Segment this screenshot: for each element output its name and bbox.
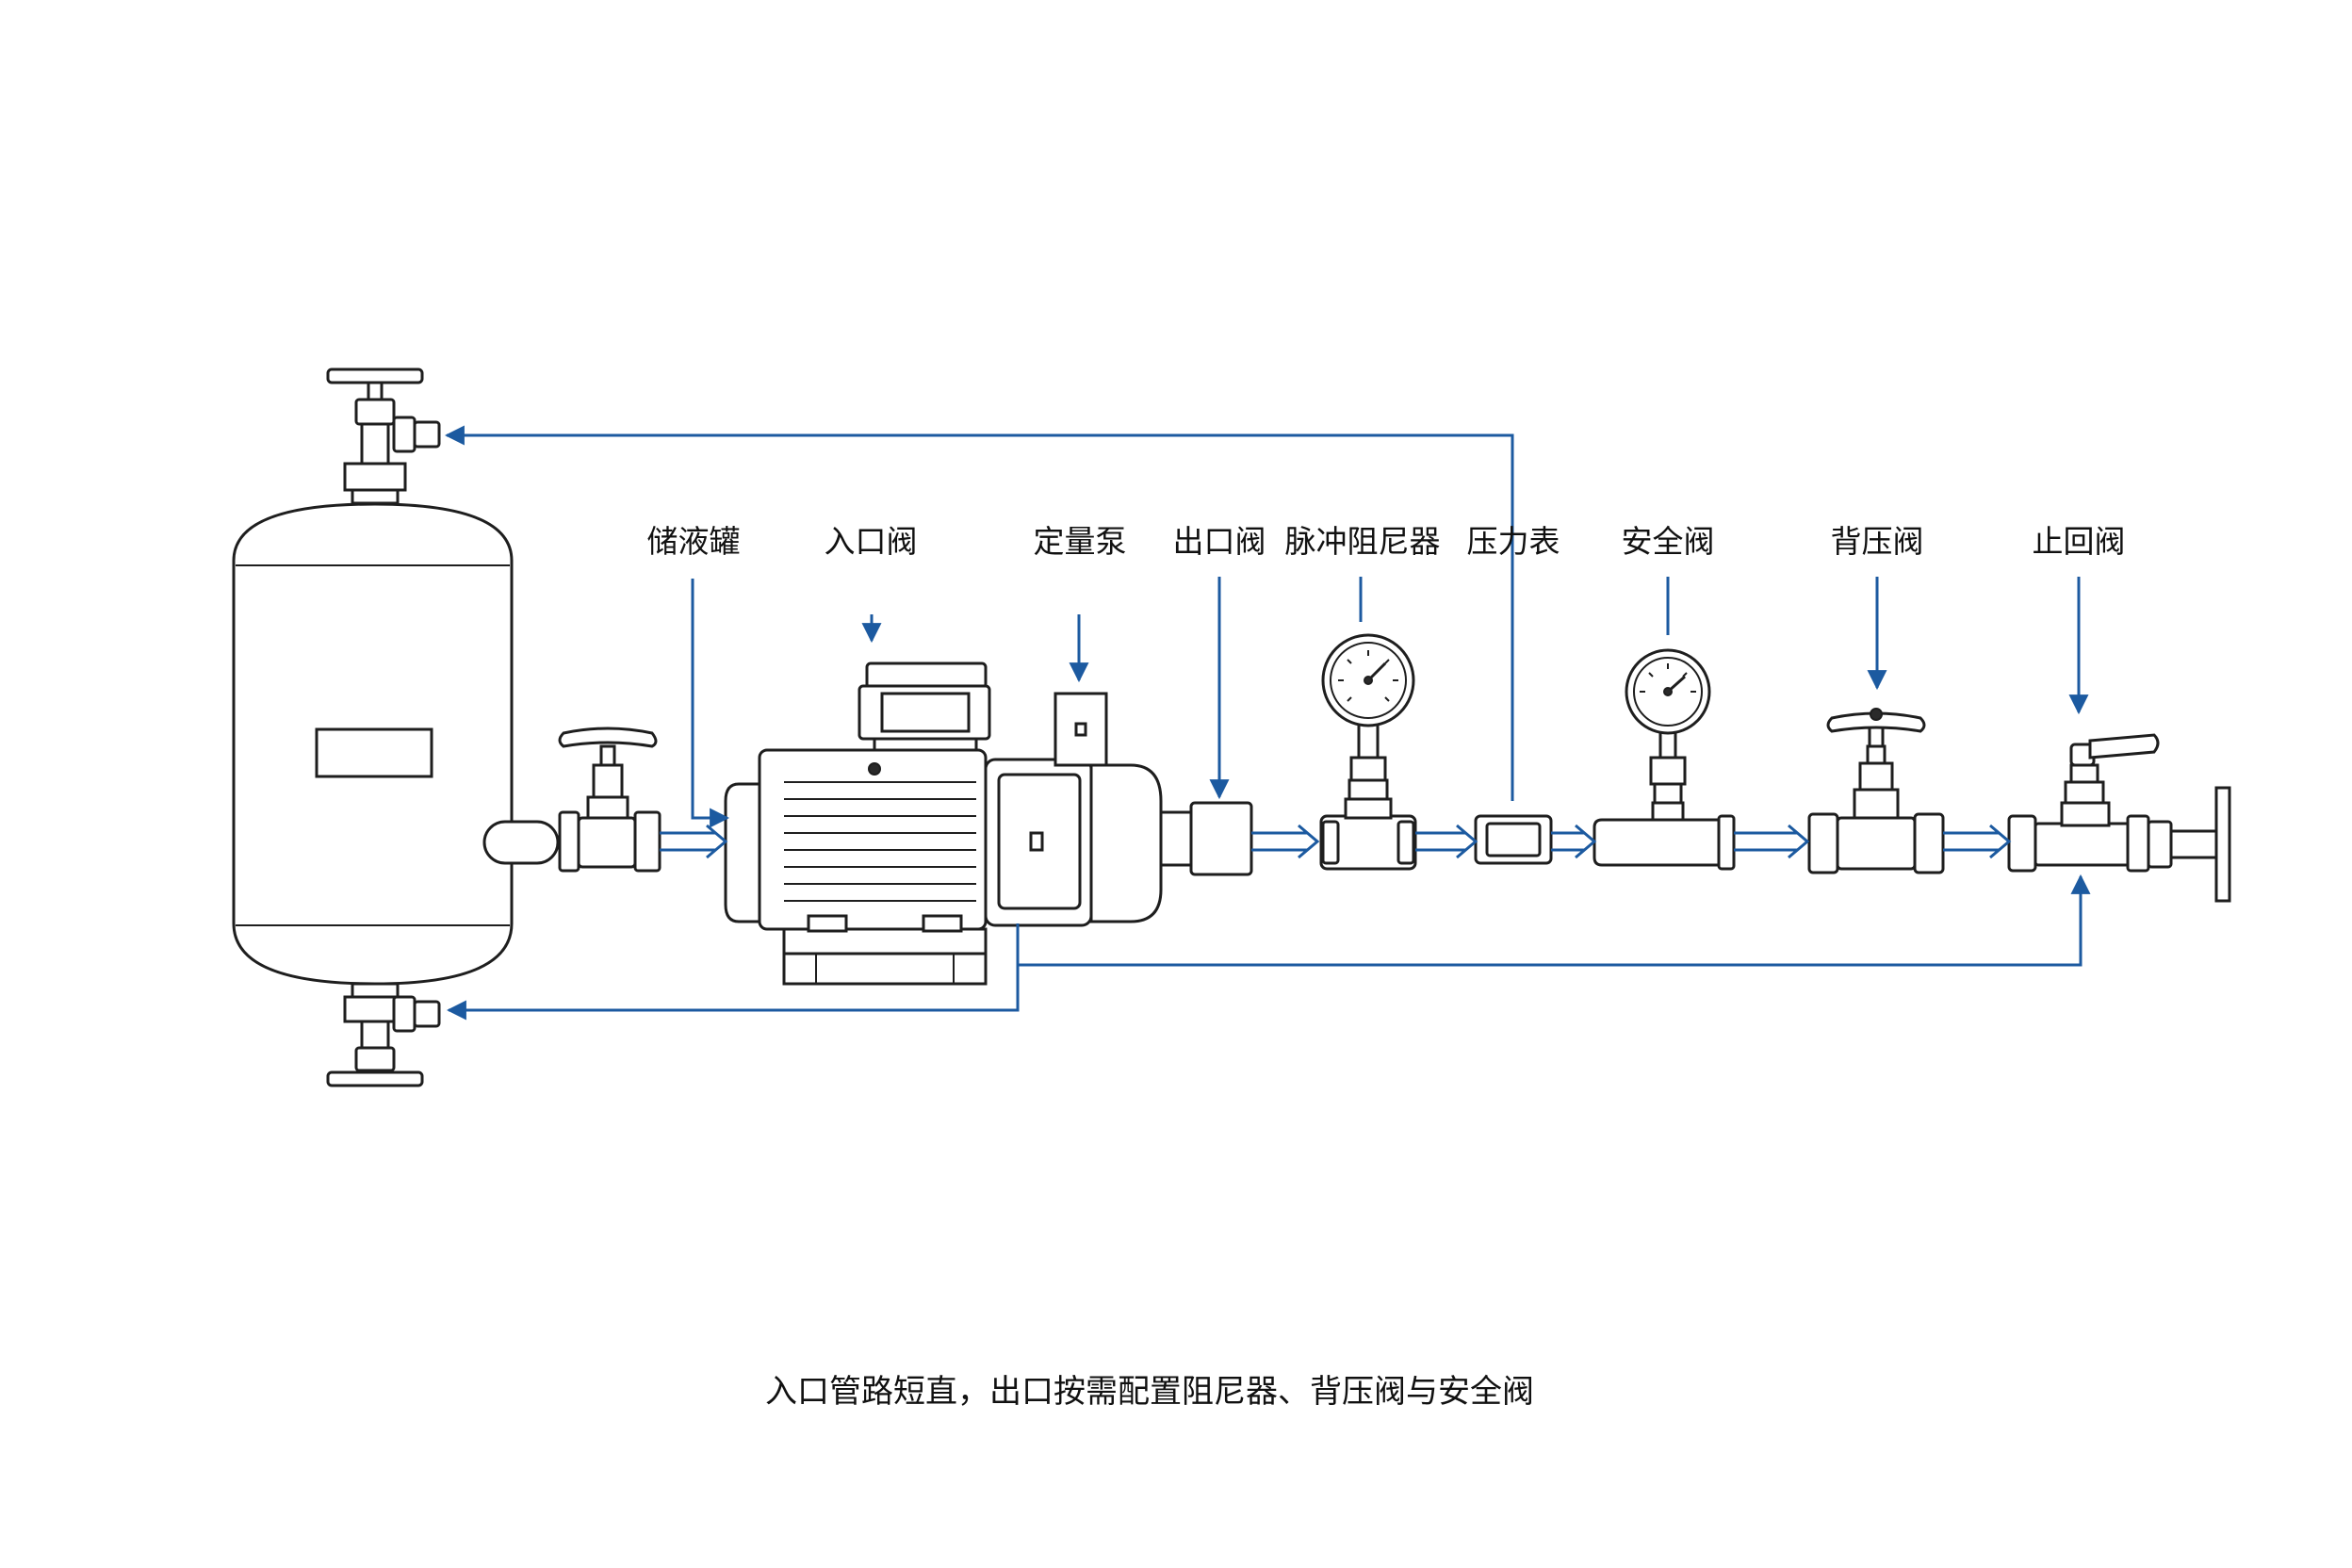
return-lines — [444, 425, 2091, 1021]
flow-arrow-5 — [1734, 824, 1810, 859]
return-line-top — [444, 425, 1514, 801]
label-pressure-gauge: 压力表 — [1467, 523, 1560, 560]
check-valve — [2007, 733, 2231, 903]
flow-arrow-2 — [1251, 824, 1320, 859]
motor-cooling-fins — [784, 781, 976, 902]
pointer-tank — [691, 579, 730, 828]
label-safety-valve: 安全阀 — [1622, 523, 1715, 560]
label-tank: 储液罐 — [647, 523, 741, 560]
label-pulsation-damper: 脉冲阻尼器 — [1285, 523, 1441, 560]
pulsation-damper — [1319, 633, 1417, 871]
flow-arrow-4 — [1551, 824, 1597, 859]
label-back-pressure-valve: 背压阀 — [1831, 523, 1924, 560]
inlet-valve — [558, 727, 662, 873]
component-labels: 储液罐 入口阀 定量泵 出口阀 脉冲阻尼器 压力表 安全阀 背压阀 止回阀 — [647, 523, 2126, 560]
flow-arrows — [660, 824, 2012, 859]
tank-outlet-nozzle — [482, 820, 560, 865]
tank-nameplate — [315, 727, 433, 778]
label-pointers — [691, 577, 2089, 828]
label-outlet-valve: 出口阀 — [1173, 523, 1266, 560]
label-metering-pump: 定量泵 — [1034, 523, 1127, 560]
label-check-valve: 止回阀 — [2033, 523, 2126, 560]
back-pressure-valve — [1807, 708, 1945, 874]
flow-arrow-1 — [660, 824, 728, 859]
pressure-gauge — [1474, 814, 1553, 865]
return-line-bottom — [446, 923, 1020, 1021]
bypass-line-check-valve — [1018, 874, 2091, 967]
tank-top-valve — [326, 368, 441, 505]
safety-valve — [1592, 648, 1736, 871]
damper-gauge — [1321, 633, 1415, 727]
outlet-valve — [1189, 801, 1253, 876]
storage-tank — [232, 368, 560, 1087]
label-inlet-valve: 入口阀 — [825, 523, 918, 560]
flow-arrow-6 — [1943, 824, 2012, 859]
metering-pump — [724, 662, 1195, 986]
diagram-caption: 入口管路短直，出口按需配置阻尼器、背压阀与安全阀 — [765, 1373, 1534, 1411]
flow-arrow-3 — [1415, 824, 1478, 859]
tank-bottom-valve — [326, 982, 441, 1087]
safety-valve-gauge — [1625, 648, 1711, 735]
